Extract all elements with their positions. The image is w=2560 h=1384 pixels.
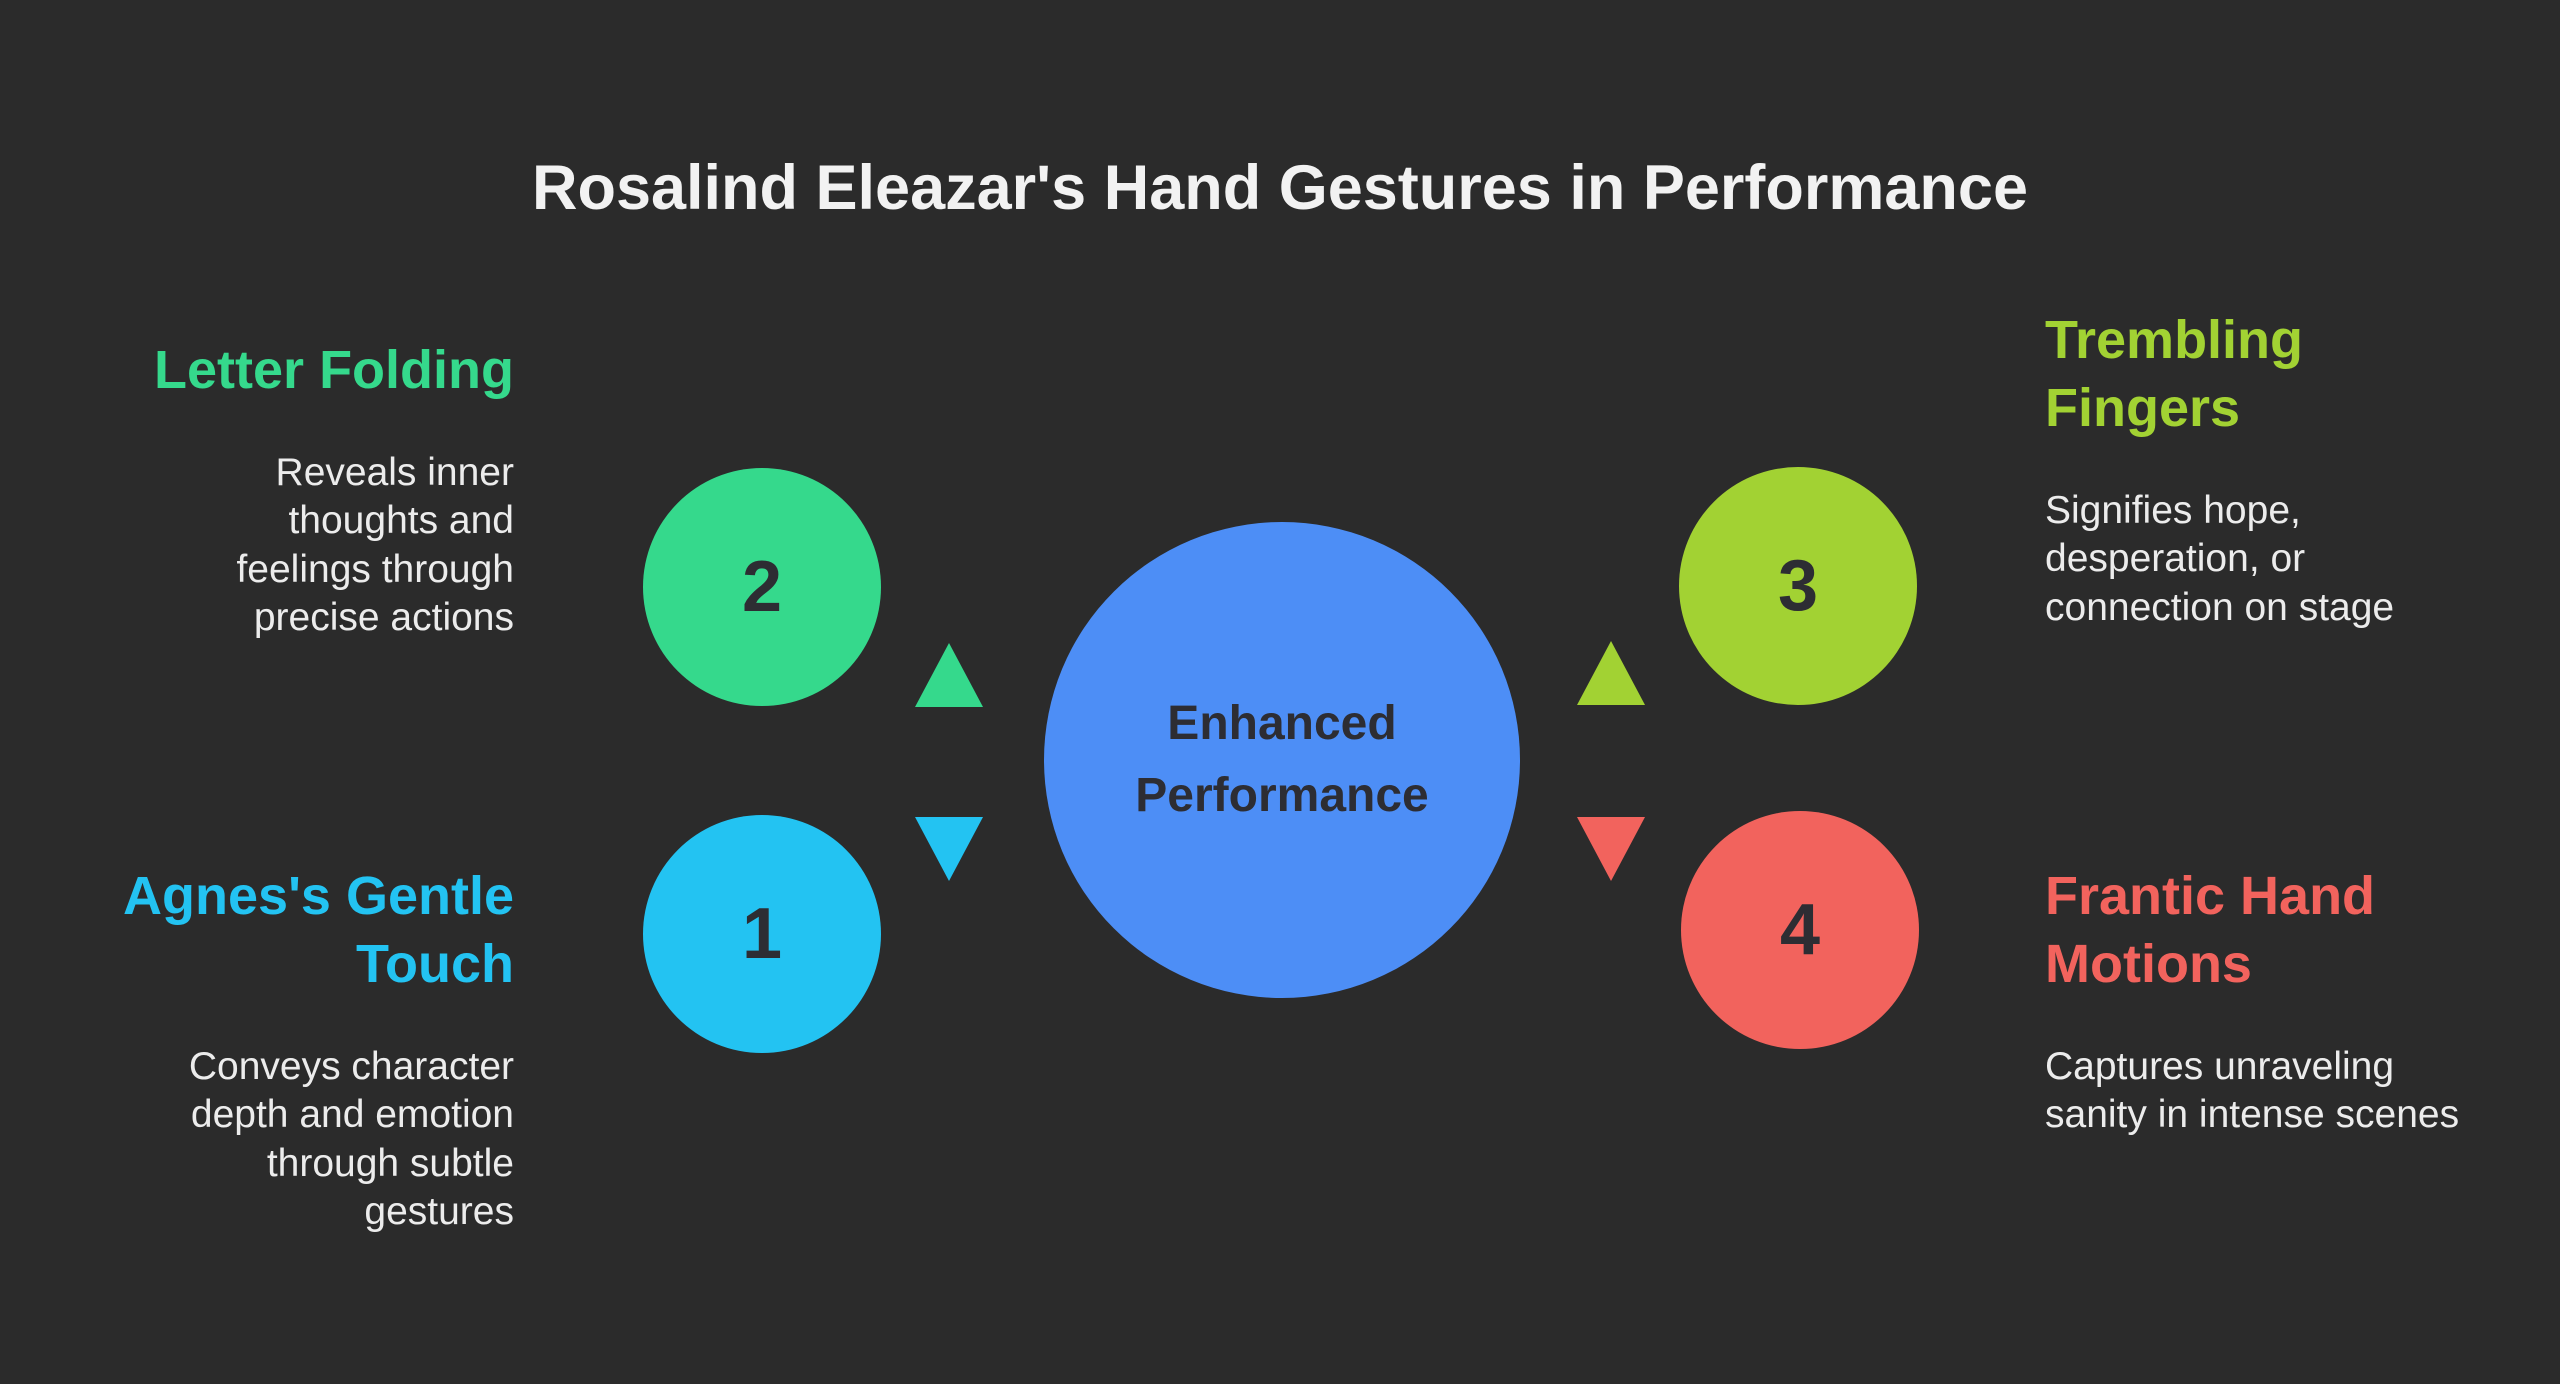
step-number-2: 2 (741, 547, 783, 627)
step-number-1: 1 (741, 894, 783, 974)
up-triangle-icon-left (915, 643, 983, 707)
down-triangle-icon-left (915, 817, 983, 881)
item-trembling-fingers: Trembling Fingers Signifies hope, desper… (2045, 306, 2479, 632)
item-description-agnes-gentle-touch: Conveys character depth and emotion thro… (188, 1045, 514, 1234)
item-description-frantic-hand-motions: Captures unraveling sanity in intense sc… (2045, 1045, 2460, 1137)
step-circle-2: 2 (643, 468, 881, 706)
step-circle-1: 1 (643, 815, 881, 1053)
item-heading-agnes-gentle-touch: Agnes's Gentle Touch (123, 866, 514, 995)
item-description-letter-folding: Reveals inner thoughts and feelings thro… (236, 451, 514, 640)
center-circle: Enhanced Performance (1044, 522, 1520, 998)
step-number-4: 4 (1779, 890, 1821, 970)
item-frantic-hand-motions: Frantic Hand Motions Captures unraveling… (2045, 862, 2479, 1140)
item-agnes-gentle-touch: Agnes's Gentle Touch Conveys character d… (88, 862, 514, 1237)
item-heading-letter-folding: Letter Folding (154, 340, 514, 400)
item-description-trembling-fingers: Signifies hope, desperation, or connecti… (2045, 489, 2395, 629)
item-letter-folding: Letter Folding Reveals inner thoughts an… (88, 336, 514, 642)
step-circle-4: 4 (1681, 811, 1919, 1049)
item-heading-frantic-hand-motions: Frantic Hand Motions (2045, 866, 2376, 995)
down-triangle-icon-right (1577, 817, 1645, 881)
page-title: Rosalind Eleazar's Hand Gestures in Perf… (531, 153, 2028, 223)
step-number-3: 3 (1777, 546, 1819, 626)
up-triangle-icon-right (1577, 641, 1645, 705)
item-heading-trembling-fingers: Trembling Fingers (2045, 310, 2304, 439)
center-circle-label: Enhanced Performance (1135, 697, 1429, 822)
step-circle-3: 3 (1679, 467, 1917, 705)
